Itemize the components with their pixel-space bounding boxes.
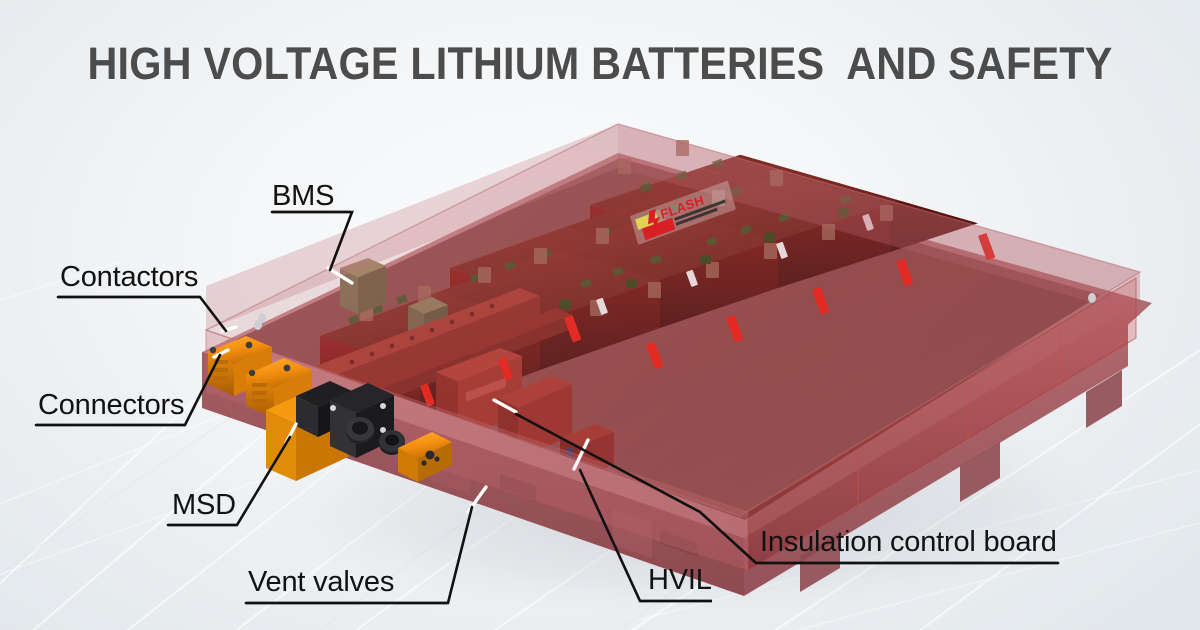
leader-bms-white bbox=[326, 266, 354, 285]
module-stack bbox=[894, 120, 1098, 192]
callout-label-connectors: Connectors bbox=[38, 389, 185, 421]
leader-insulation-white bbox=[492, 398, 518, 414]
callout-label-msd: MSD bbox=[172, 489, 236, 521]
callout-label-vent-valves: Vent valves bbox=[248, 566, 395, 598]
enclosure-lid bbox=[204, 123, 1142, 517]
page-title: HIGH VOLTAGE LITHIUM BATTERIES AND SAFET… bbox=[87, 38, 1113, 89]
callout-underlines bbox=[36, 210, 1058, 605]
rim-studs bbox=[254, 293, 1096, 330]
leader-hvil-white bbox=[572, 438, 590, 471]
leader-contactors-dark bbox=[56, 295, 228, 333]
leader-connectors-white bbox=[212, 348, 230, 359]
callout-label-hvil: HVIL bbox=[648, 564, 712, 596]
msd-switch bbox=[266, 381, 394, 481]
enclosure-glass-right bbox=[747, 276, 1137, 572]
callout-label-contactors: Contactors bbox=[60, 261, 199, 293]
callout-label-insulation-control-board: Insulation control board bbox=[760, 526, 1057, 558]
hv-connectors bbox=[208, 336, 452, 482]
callout-label-bms: BMS bbox=[272, 180, 335, 212]
flash-watermark: FLASH bbox=[630, 180, 736, 245]
